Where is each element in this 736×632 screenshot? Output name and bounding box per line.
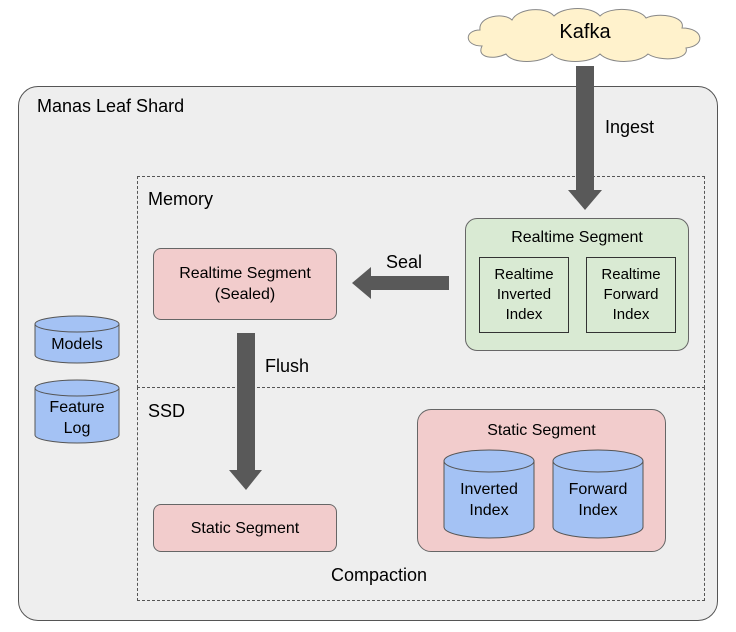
realtime-segment-title: Realtime Segment: [511, 229, 643, 246]
kafka-label: Kafka: [559, 21, 611, 43]
models-cylinder: [34, 315, 120, 364]
realtime-forward-line-2: Forward: [603, 286, 659, 303]
kafka-cloud: [467, 8, 701, 62]
ingest-label: Ingest: [605, 117, 655, 137]
realtime-forward-index: Realtime Forward Index: [586, 257, 676, 333]
sealed-segment-line-1: Realtime Segment: [179, 265, 311, 282]
realtime-forward-line-3: Index: [612, 306, 650, 323]
ssd-region: [137, 387, 705, 601]
inverted-index-line-1: Inverted: [460, 481, 518, 498]
cloud-shape: [467, 8, 701, 62]
inverted-index-cylinder: [443, 449, 535, 539]
forward-index-line-1: Forward: [568, 481, 628, 498]
realtime-inverted-index: Realtime Inverted Index: [479, 257, 569, 333]
static-segment-group-title: Static Segment: [487, 422, 596, 439]
feature-log-cylinder: [34, 379, 120, 444]
static-segment: Static Segment: [153, 504, 337, 552]
models-label: Models: [51, 335, 103, 353]
forward-index-label: Forward Index: [553, 478, 643, 522]
seal-arrow: [352, 267, 449, 299]
flush-arrow: [229, 333, 262, 490]
ssd-title: SSD: [148, 401, 186, 421]
flush-label: Flush: [265, 356, 310, 376]
ingest-arrow: [568, 66, 602, 210]
forward-index-line-2: Index: [578, 502, 618, 519]
memory-title: Memory: [148, 189, 214, 209]
realtime-inverted-line-1: Realtime: [494, 266, 554, 283]
feature-log-line-1: Feature: [49, 399, 105, 416]
realtime-inverted-line-3: Index: [505, 306, 543, 323]
sealed-segment-line-2: (Sealed): [214, 286, 276, 303]
shard-title: Manas Leaf Shard: [37, 96, 185, 116]
realtime-forward-line-1: Realtime: [601, 266, 661, 283]
feature-log-label: Feature Log: [35, 396, 119, 440]
forward-index-cylinder: [552, 449, 644, 539]
sealed-realtime-segment: Realtime Segment (Sealed): [153, 248, 337, 320]
realtime-inverted-line-2: Inverted: [496, 286, 552, 303]
feature-log-line-2: Log: [63, 420, 91, 437]
seal-label: Seal: [386, 252, 423, 272]
compaction-label: Compaction: [331, 565, 428, 585]
inverted-index-label: Inverted Index: [444, 478, 534, 522]
inverted-index-line-2: Index: [469, 502, 509, 519]
